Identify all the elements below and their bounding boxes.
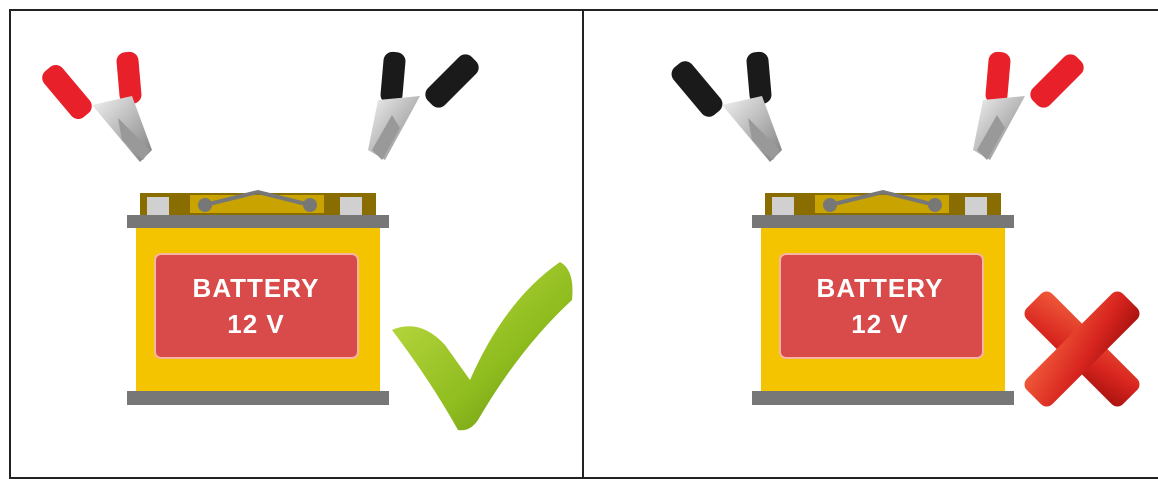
battery-label-line2: 12 V <box>851 309 909 339</box>
battery-label-line1: BATTERY <box>817 273 944 303</box>
black-clamp-icon <box>368 51 482 160</box>
battery-label-line2: 12 V <box>227 309 285 339</box>
panel-correct-connection: BATTERY 12 V <box>0 0 580 468</box>
checkmark-icon <box>392 262 573 430</box>
black-clamp-icon <box>668 51 782 162</box>
cross-icon <box>1021 288 1143 410</box>
panel-correct-graphic: BATTERY 12 V <box>0 0 580 468</box>
panel-incorrect-connection: BATTERY 12 V <box>625 0 1158 468</box>
panel-divider <box>582 9 584 479</box>
battery: BATTERY 12 V <box>752 192 1014 405</box>
panel-incorrect-graphic: BATTERY 12 V <box>625 0 1158 468</box>
battery-label-line1: BATTERY <box>193 273 320 303</box>
red-clamp-icon <box>973 51 1087 160</box>
battery: BATTERY 12 V <box>127 192 389 405</box>
red-clamp-icon <box>39 51 152 162</box>
